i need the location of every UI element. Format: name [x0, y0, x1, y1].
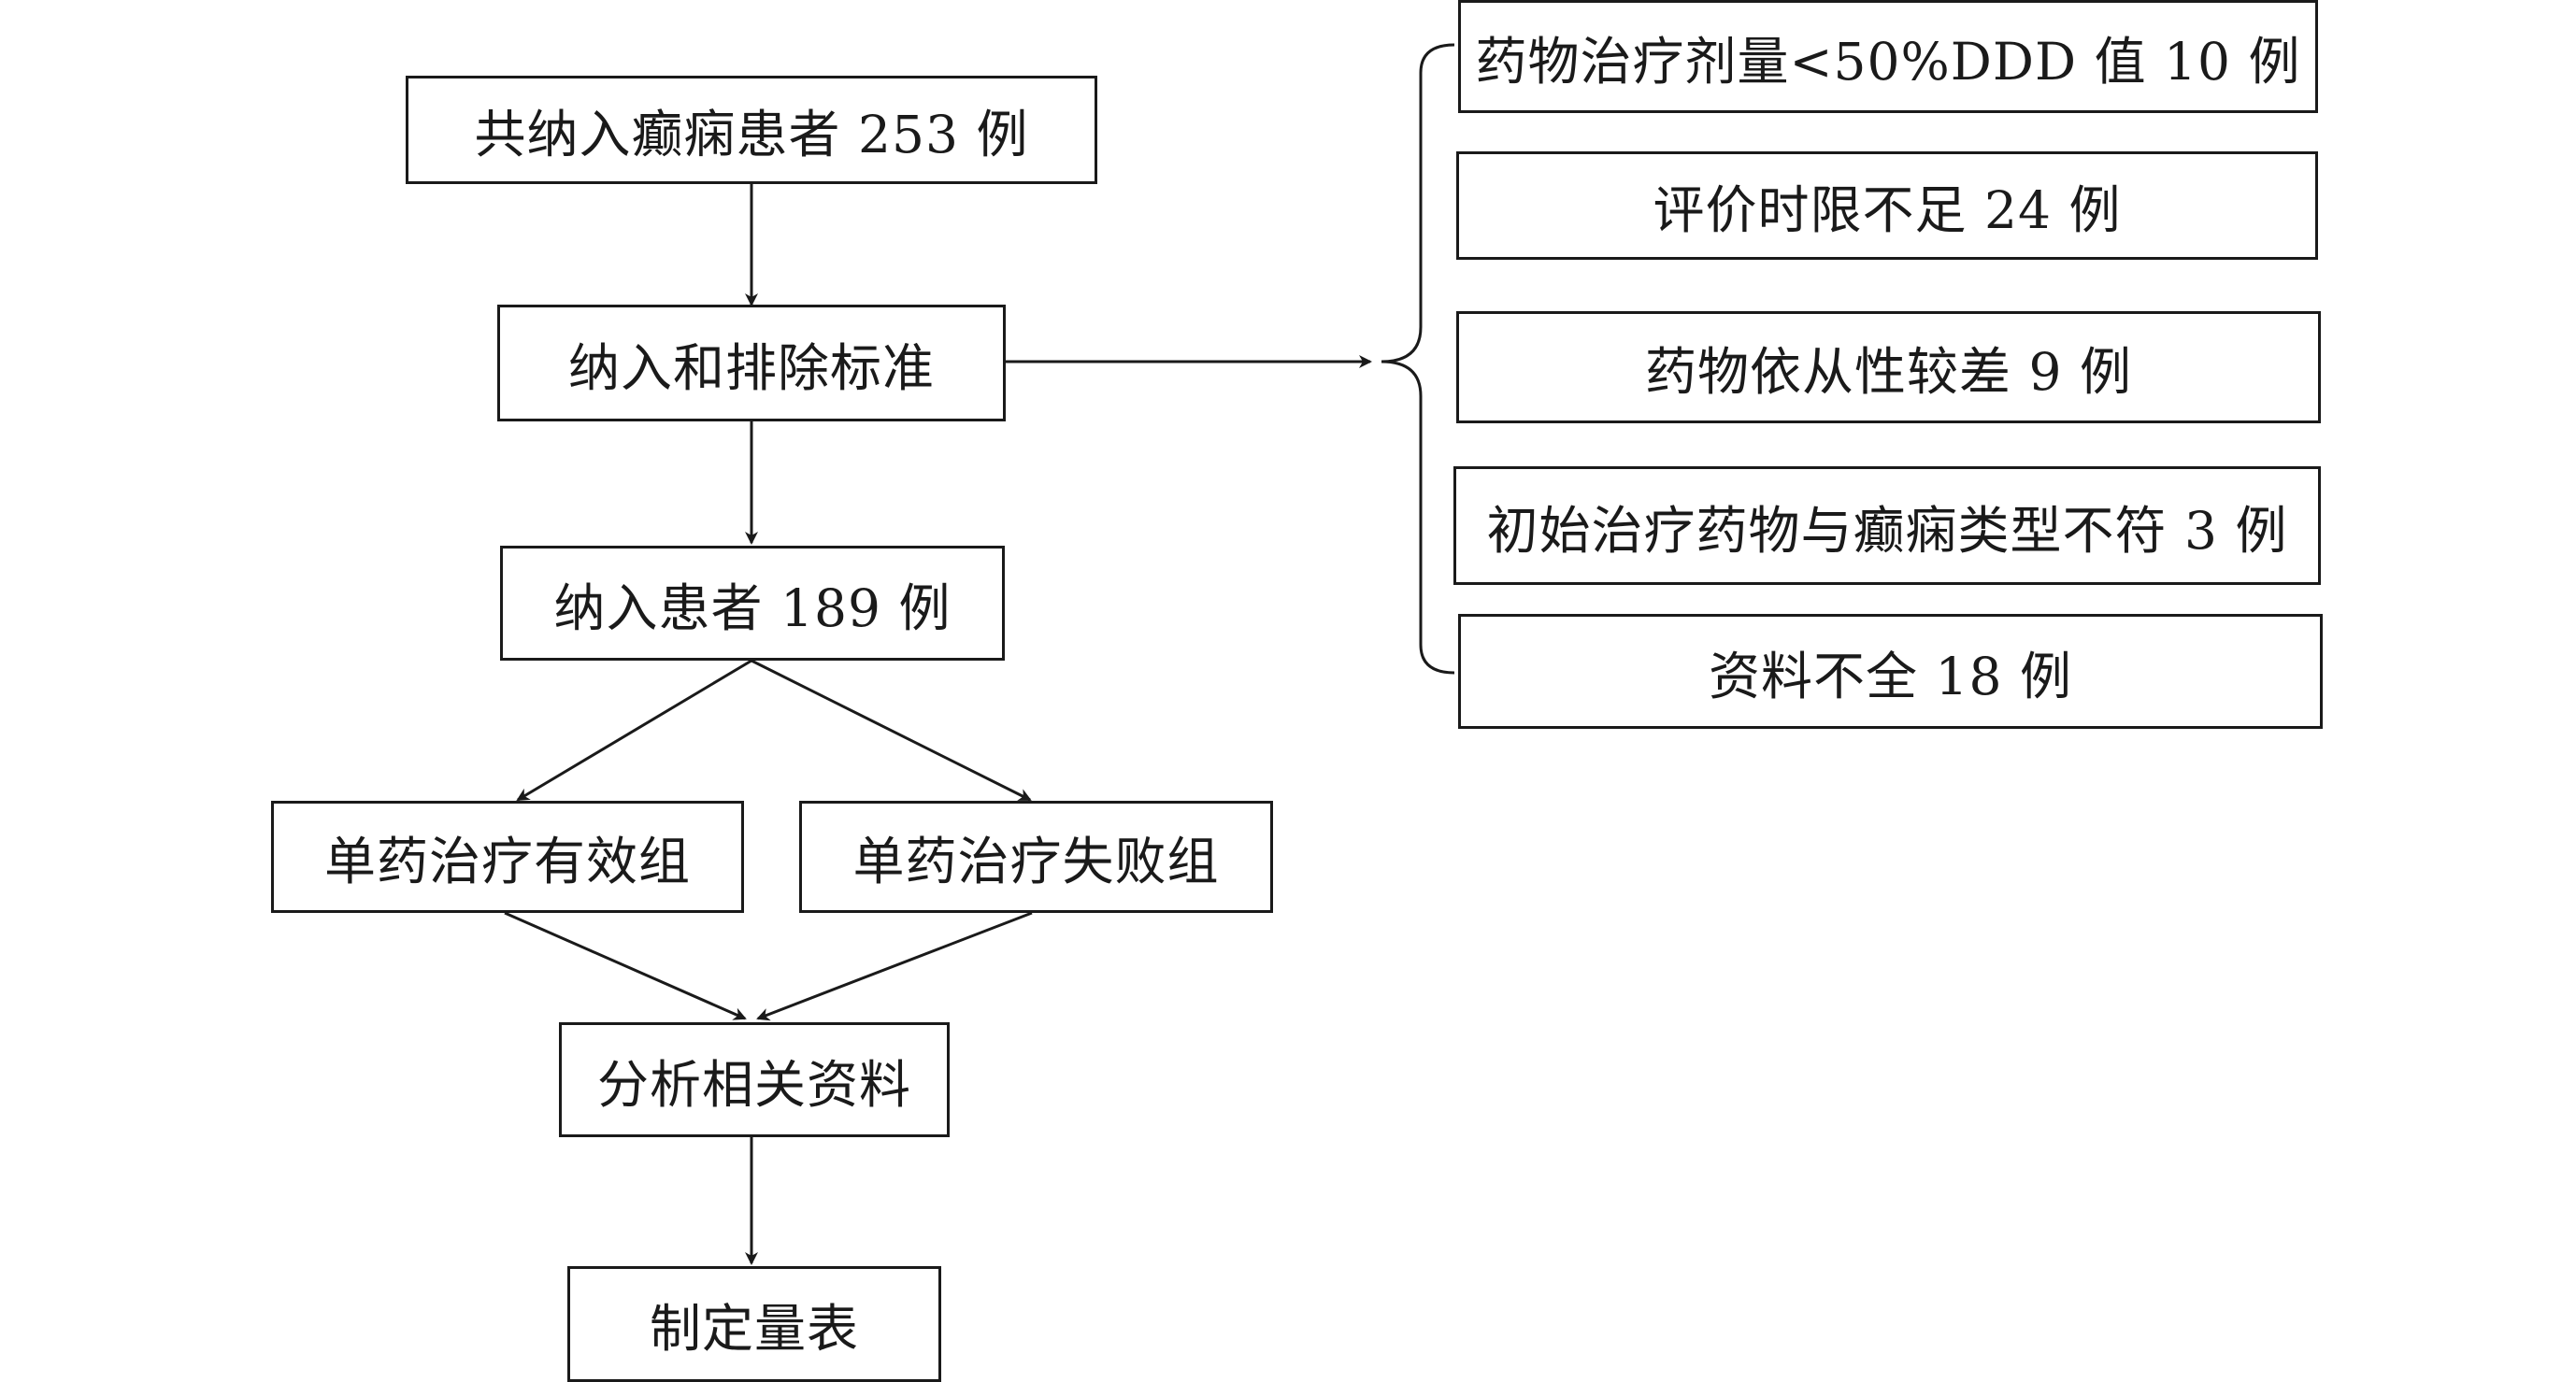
included-label: 纳入患者 189 例	[553, 577, 952, 638]
exclusion-dose-label: 药物治疗剂量<50%DDD 值 10 例	[1475, 31, 2301, 92]
arrow-included-to-failure	[751, 659, 1032, 802]
exclusion-time-box: 评价时限不足 24 例	[1456, 151, 2318, 260]
exclusion-mismatch-box: 初始治疗药物与癫痫类型不符 3 例	[1453, 466, 2321, 585]
criteria-label: 纳入和排除标准	[567, 337, 935, 398]
exclusion-incomplete-box: 资料不全 18 例	[1458, 614, 2323, 729]
exclusion-brace	[1381, 43, 1455, 675]
exclusion-compliance-box: 药物依从性较差 9 例	[1456, 311, 2321, 423]
enrolled-label: 共纳入癫痫患者 253 例	[474, 105, 1029, 164]
arrow-failure-to-analysis	[756, 911, 1033, 1021]
exclusion-mismatch-label: 初始治疗药物与癫痫类型不符 3 例	[1486, 500, 2288, 561]
analysis-label: 分析相关资料	[596, 1054, 911, 1115]
exclusion-incomplete-label: 资料不全 18 例	[1709, 646, 2072, 706]
failure-group-box: 单药治疗失败组	[799, 801, 1273, 913]
analysis-box: 分析相关资料	[559, 1022, 950, 1137]
arrow-included-to-effective	[516, 659, 752, 802]
enrolled-box: 共纳入癫痫患者 253 例	[406, 76, 1097, 184]
exclusion-time-label: 评价时限不足 24 例	[1653, 180, 2122, 240]
exclusion-dose-box: 药物治疗剂量<50%DDD 值 10 例	[1458, 0, 2318, 113]
scale-box: 制定量表	[567, 1266, 941, 1382]
effective-group-label: 单药治疗有效组	[323, 832, 691, 891]
criteria-box: 纳入和排除标准	[497, 305, 1006, 421]
exclusion-compliance-label: 药物依从性较差 9 例	[1645, 342, 2132, 402]
arrow-effective-to-analysis	[504, 911, 747, 1020]
failure-group-label: 单药治疗失败组	[852, 832, 1220, 891]
included-box: 纳入患者 189 例	[500, 546, 1005, 661]
effective-group-box: 单药治疗有效组	[271, 801, 744, 913]
scale-label: 制定量表	[649, 1299, 859, 1359]
